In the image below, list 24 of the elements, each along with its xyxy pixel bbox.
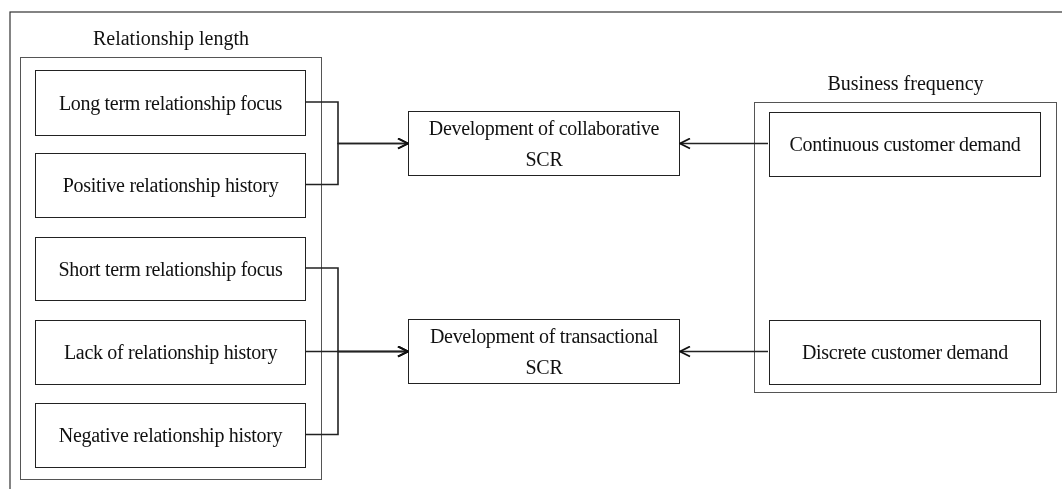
arrow [304, 137, 409, 186]
process-box [35, 403, 306, 468]
box-label: Discrete customer demand [800, 340, 1010, 365]
box-label: Development of transactional SCR [428, 323, 660, 380]
process-box [35, 237, 306, 301]
process-box [35, 320, 306, 385]
box-label: Lack of relationship history [62, 340, 279, 366]
arrow [679, 137, 769, 150]
box-label: Continuous customer demand [788, 132, 1022, 157]
group-heading: Relationship length [92, 26, 250, 52]
process-box [35, 70, 306, 136]
box-label: Negative relationship history [57, 423, 284, 449]
arrow [304, 345, 409, 436]
process-box [408, 111, 680, 176]
group-heading: Business frequency [827, 71, 984, 97]
process-box [769, 320, 1041, 385]
arrow [679, 345, 769, 358]
box-label: Short term relationship focus [57, 256, 284, 283]
process-box [769, 112, 1041, 177]
process-box [35, 153, 306, 218]
box-label: Long term relationship focus [57, 90, 284, 117]
box-label: Development of collaborative SCR [427, 115, 661, 172]
box-label: Positive relationship history [61, 173, 280, 199]
process-box [408, 319, 680, 384]
